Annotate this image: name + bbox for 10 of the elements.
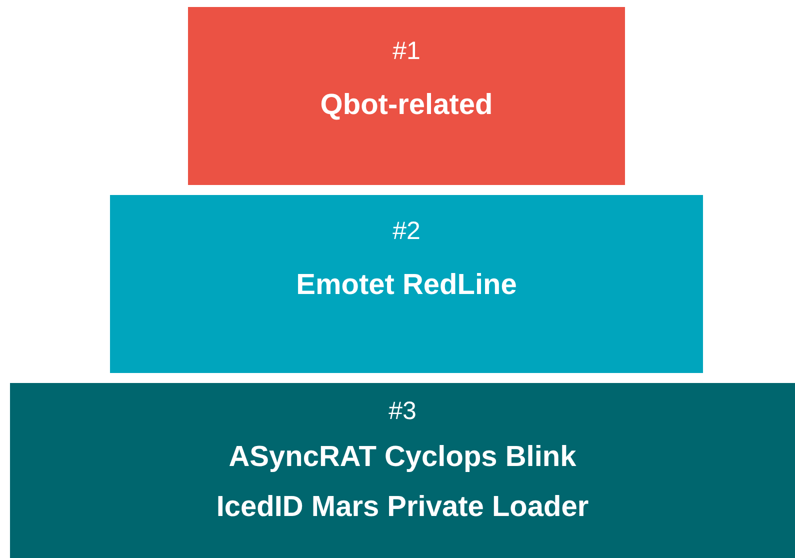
tier-box — [10, 383, 795, 558]
malware-names: ASyncRAT Cyclops Blink — [228, 441, 576, 474]
tier-box — [188, 7, 625, 185]
rank-label: #1 — [392, 37, 420, 66]
malware-names: IcedID Mars Private Loader — [216, 491, 589, 524]
tier-box — [110, 195, 703, 373]
malware-names: Emotet RedLine — [296, 269, 517, 302]
rank-label: #2 — [392, 217, 420, 246]
rank-label: #3 — [388, 397, 416, 426]
malware-names: Qbot-related — [320, 89, 493, 122]
